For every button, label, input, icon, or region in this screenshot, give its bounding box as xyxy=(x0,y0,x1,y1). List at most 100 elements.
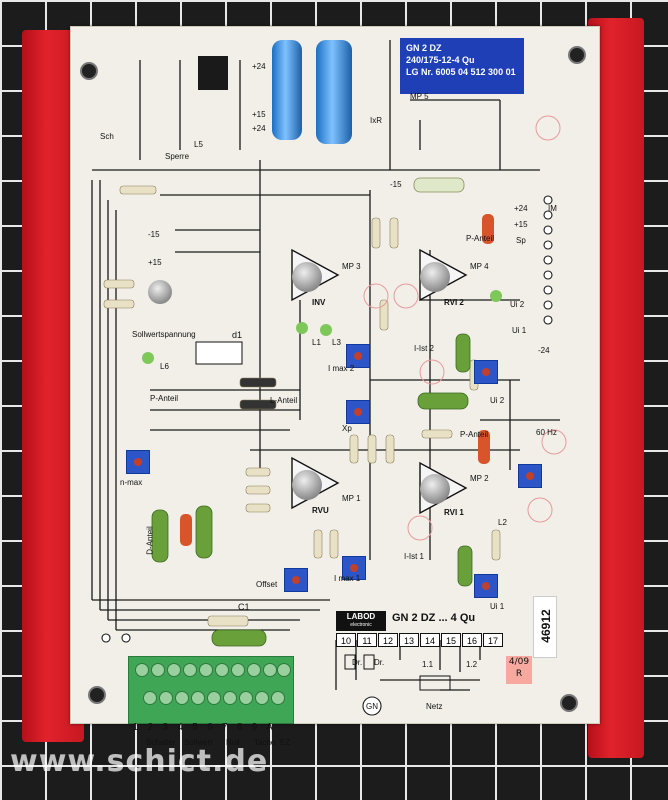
label-rvi2: RVI 2 xyxy=(444,298,464,307)
label-ixr: IxR xyxy=(370,116,382,125)
label-imax2: I max 2 xyxy=(328,364,355,373)
handwritten-note: 4/09 R xyxy=(506,656,532,684)
label-dr-2: Dr. xyxy=(374,658,385,667)
label-ui2-top: Ui 2 xyxy=(510,300,525,309)
terminal-screw[interactable] xyxy=(277,663,291,677)
electrolytic-capacitor xyxy=(316,40,352,144)
label-xp: Xp xyxy=(342,424,352,433)
label-mp4: MP 4 xyxy=(470,262,489,271)
label-ist1: I-Ist 1 xyxy=(404,552,425,561)
model-text: GN 2 DZ ... 4 Qu xyxy=(392,612,476,624)
label-plus24-b: +24 xyxy=(252,124,266,133)
mounting-screw xyxy=(560,694,578,712)
label-1-2: 1.2 xyxy=(466,660,478,669)
op-amp-chip xyxy=(420,474,450,504)
terminal-number: 3 xyxy=(162,722,168,733)
terminal-screw[interactable] xyxy=(271,691,285,705)
terminal-screw[interactable] xyxy=(247,663,261,677)
terminal-screw[interactable] xyxy=(199,663,213,677)
terminal-screw[interactable] xyxy=(151,663,165,677)
terminal-label-null: Null xyxy=(226,738,240,747)
terminal-number: 5 xyxy=(192,722,198,733)
connector-number-row: 10 11 12 13 14 15 16 17 xyxy=(336,633,504,647)
trimmer-potentiometer[interactable] xyxy=(346,400,370,424)
mounting-screw xyxy=(88,686,106,704)
connector-number: 17 xyxy=(483,633,503,647)
label-c1: C1 xyxy=(238,602,250,612)
label-l5: L5 xyxy=(194,140,203,149)
terminal-screw[interactable] xyxy=(263,663,277,677)
label-d-anteil: D-Anteil xyxy=(145,526,155,555)
label-d1: d1 xyxy=(232,330,243,340)
label-mp1: MP 1 xyxy=(342,494,361,503)
sticker-line-1: GN 2 DZ xyxy=(406,43,442,53)
label-rvi1: RVI 1 xyxy=(444,508,464,517)
terminal-screw[interactable] xyxy=(255,691,269,705)
label-mp3: MP 3 xyxy=(342,262,361,271)
trimmer-potentiometer[interactable] xyxy=(346,344,370,368)
note-line-2: R xyxy=(515,669,523,679)
op-amp-chip xyxy=(292,262,322,292)
label-ui1-top: Ui 1 xyxy=(512,326,527,335)
label-minus15: -15 xyxy=(148,230,160,239)
blue-id-sticker: GN 2 DZ 240/175-12-4 Qu LG Nr. 6005 04 5… xyxy=(400,38,524,94)
terminal-screw[interactable] xyxy=(159,691,173,705)
terminal-number: 1 xyxy=(132,722,139,733)
terminal-screw[interactable] xyxy=(143,691,157,705)
connector-number: 12 xyxy=(378,633,398,647)
terminal-screw[interactable] xyxy=(175,691,189,705)
terminal-number: 9 xyxy=(251,722,258,733)
trimmer-potentiometer[interactable] xyxy=(474,360,498,384)
terminal-screw[interactable] xyxy=(223,691,237,705)
terminal-screw[interactable] xyxy=(231,663,245,677)
connector-number: 11 xyxy=(357,633,377,647)
connector-number: 14 xyxy=(420,633,440,647)
terminal-screw[interactable] xyxy=(215,663,229,677)
label-1-1: 1.1 xyxy=(422,660,434,669)
trimmer-potentiometer[interactable] xyxy=(474,574,498,598)
label-imax1: I max 1 xyxy=(334,574,361,583)
sticker-line-3: LG Nr. 6005 04 512 300 01 xyxy=(406,67,516,77)
sticker-line-2: 240/175-12-4 Qu xyxy=(406,55,475,65)
label-sp: Sp xyxy=(516,236,526,245)
serial-number: 46912 xyxy=(539,609,553,643)
brand-sub: electronic xyxy=(350,622,372,628)
label-l3: L3 xyxy=(332,338,341,347)
label-netz: Netz xyxy=(426,702,443,711)
terminal-screw[interactable] xyxy=(167,663,181,677)
label-ui2: Ui 2 xyxy=(490,396,505,405)
label-inv: INV xyxy=(312,298,326,307)
terminal-screw[interactable] xyxy=(239,691,253,705)
label-l2: L2 xyxy=(498,518,507,527)
terminal-label-ez: EZ xyxy=(280,738,291,747)
label-sch: Sch xyxy=(100,132,114,141)
label-mp2: MP 2 xyxy=(470,474,489,483)
label-ui1: Ui 1 xyxy=(490,602,505,611)
label-offset: Offset xyxy=(256,580,278,589)
watermark-text: www.schict.de xyxy=(10,744,269,779)
trimmer-potentiometer[interactable] xyxy=(284,568,308,592)
green-screw-terminal[interactable] xyxy=(128,656,294,724)
label-plus15: +15 xyxy=(148,258,162,267)
terminal-label-tacho: Tacho xyxy=(254,738,276,747)
trimmer-potentiometer[interactable] xyxy=(518,464,542,488)
trimmer-potentiometer[interactable] xyxy=(126,450,150,474)
label-gn: GN xyxy=(366,702,378,711)
trimmer-potentiometer[interactable] xyxy=(342,556,366,580)
transistor-can xyxy=(148,280,172,304)
mounting-screw xyxy=(568,46,586,64)
mounting-screw xyxy=(80,62,98,80)
label-dr-1: Dr. xyxy=(352,658,363,667)
terminal-label-schalter: Schalter xyxy=(146,738,176,747)
terminal-number: 7 xyxy=(222,722,228,733)
label-plus15-right: +15 xyxy=(514,220,528,229)
terminal-number-row: 1 2 3 4 5 6 7 8 9 A xyxy=(128,722,277,733)
label-plus24-right: +24 xyxy=(514,204,528,213)
terminal-screw[interactable] xyxy=(191,691,205,705)
label-p-anteil-right: P-Anteil xyxy=(460,430,489,439)
terminal-screw[interactable] xyxy=(207,691,221,705)
label-l6: L6 xyxy=(160,362,169,371)
terminal-screw[interactable] xyxy=(183,663,197,677)
terminal-screw[interactable] xyxy=(135,663,149,677)
